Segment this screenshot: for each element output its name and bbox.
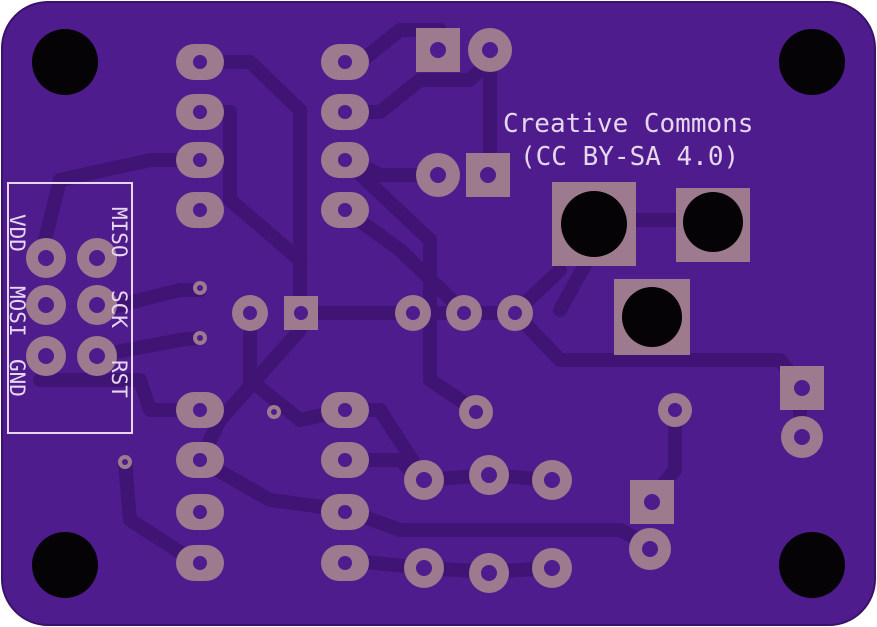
two-pin-pads-middle	[232, 295, 318, 331]
label-mosi: MOSI	[5, 286, 29, 337]
bottom-connector-pads	[629, 480, 674, 570]
ic-pads-right-bottom	[321, 392, 369, 581]
vias	[118, 281, 281, 469]
label-miso: MISO	[107, 207, 131, 258]
credit-line-2: (CC BY-SA 4.0)	[520, 142, 739, 172]
power-jack	[552, 182, 750, 355]
mounting-hole-top-left	[32, 29, 98, 95]
label-sck: SCK	[107, 290, 131, 328]
ic-pads-left-bottom	[176, 392, 224, 581]
isp-header-pads	[26, 238, 117, 376]
label-rst: RST	[107, 360, 131, 398]
right-connector-pads	[780, 366, 824, 458]
transistor-pads-top	[404, 455, 572, 500]
regulator-pads	[395, 295, 533, 331]
mounting-hole-bottom-right	[779, 532, 845, 598]
transistor-pads-bottom	[404, 548, 572, 593]
credit-line-1: Creative Commons	[503, 109, 753, 139]
mounting-holes	[32, 29, 845, 598]
isp-silkscreen-box	[7, 182, 133, 434]
mounting-hole-top-right	[779, 29, 845, 95]
label-gnd: GND	[5, 359, 29, 397]
mounting-hole-bottom-left	[32, 532, 98, 598]
label-vdd: VDD	[5, 214, 29, 252]
ic-pads-left-top	[176, 44, 224, 228]
ic-pads-right-top	[321, 44, 369, 228]
single-pads	[459, 393, 692, 429]
header-mid	[416, 153, 510, 197]
header-top	[416, 28, 512, 72]
